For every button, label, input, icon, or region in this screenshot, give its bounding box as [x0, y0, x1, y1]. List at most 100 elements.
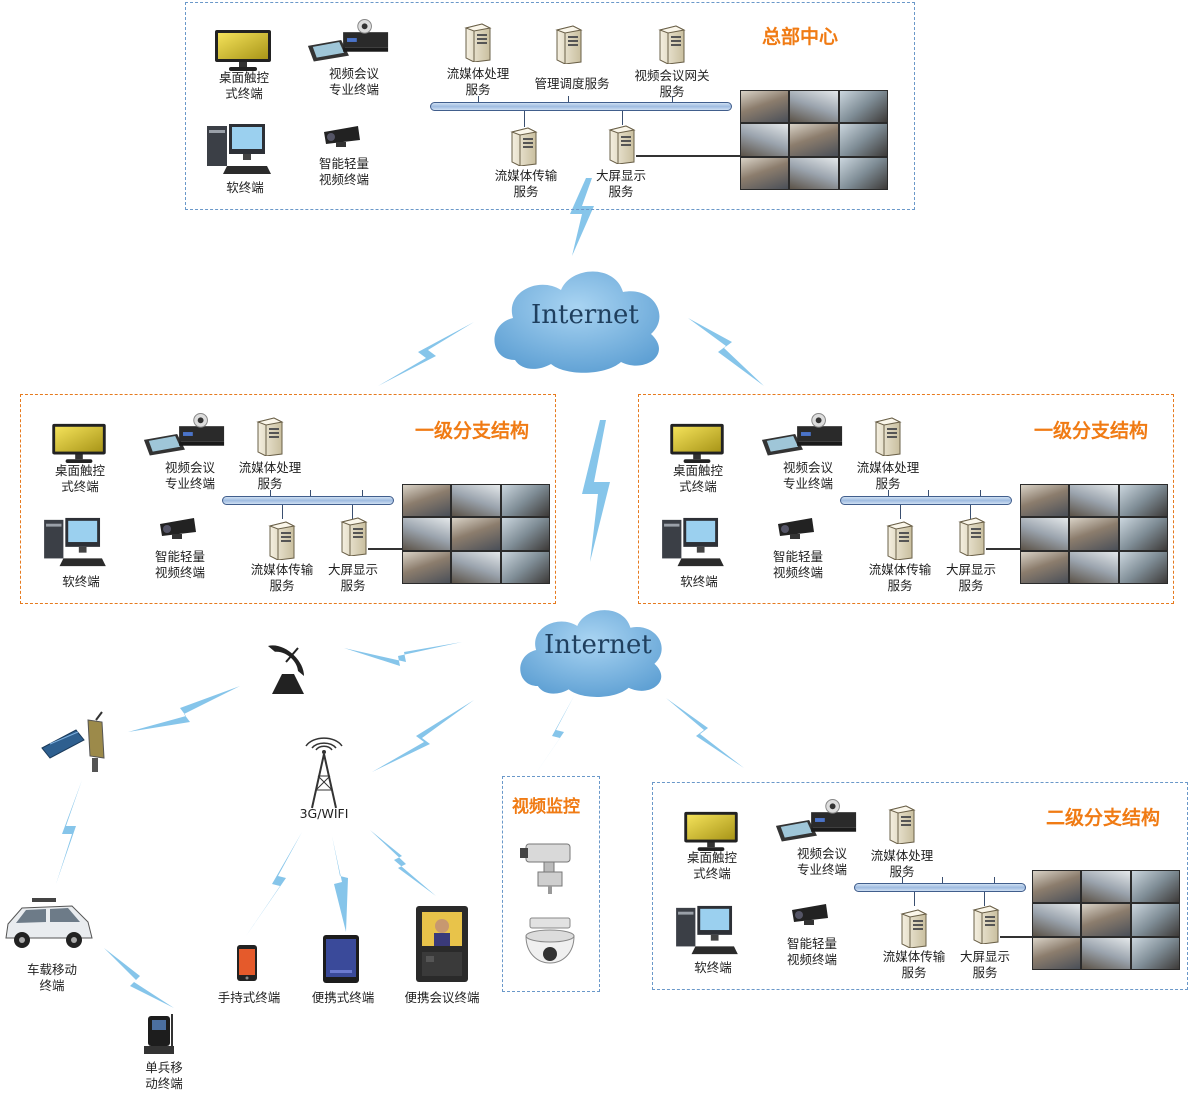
vehicle-label: 车载移动 终端 — [26, 962, 77, 993]
server-icon — [606, 124, 636, 164]
bus-tick — [478, 96, 479, 102]
camera-icon — [776, 516, 816, 540]
pc-icon — [674, 904, 738, 958]
hq-center-box — [185, 2, 915, 210]
b1l-big-screen-label: 大屏显示 服务 — [327, 562, 378, 593]
lightning-hq-cloud — [570, 178, 594, 256]
bus-tick — [622, 111, 623, 125]
lightning-cloud2-branch2 — [666, 698, 744, 768]
lightning-tower-portable — [332, 836, 348, 932]
tablet-icon — [323, 935, 359, 983]
handheld-icon — [237, 945, 257, 981]
lightning-cloud-left — [378, 322, 474, 386]
monitor-icon — [668, 422, 726, 464]
b2-big-screen-label: 大屏显示 服务 — [959, 949, 1010, 980]
bus-tick — [984, 892, 985, 906]
bus-tick — [310, 490, 311, 496]
branch1-right-box — [638, 394, 1174, 604]
cloud-shape — [494, 271, 660, 373]
dome-camera-icon — [525, 917, 575, 964]
b1r-network-bus — [840, 496, 1012, 505]
soldier-terminal-icon — [144, 1014, 174, 1054]
lightning-car-soldier — [104, 948, 174, 1008]
server-icon — [898, 908, 928, 948]
monitor-icon — [682, 810, 740, 852]
internet-label-top: Internet — [531, 300, 639, 330]
bus-tick — [672, 96, 673, 102]
screen-connector — [368, 548, 404, 550]
hq-soft-label: 软终端 — [226, 180, 264, 195]
server-icon — [553, 24, 583, 64]
cloud-shape — [520, 610, 662, 697]
b2-stream-trans-label: 流媒体传输 服务 — [882, 949, 946, 980]
bus-tick — [282, 505, 283, 519]
hq-network-bus — [430, 102, 732, 111]
b1r-stream-proc-label: 流媒体处理 服务 — [856, 460, 920, 491]
bus-tick — [568, 96, 569, 102]
hq-vc-pro-label: 视频会议 专业终端 — [328, 66, 379, 97]
internet-label-bottom: Internet — [544, 630, 652, 660]
video-wall-image — [1032, 870, 1180, 970]
video-wall-image — [1020, 484, 1168, 584]
branch2-title: 二级分支结构 — [1046, 807, 1161, 829]
b2-vc-pro-label: 视频会议 专业终端 — [796, 846, 847, 877]
hq-stream-trans-label: 流媒体传输 服务 — [494, 168, 558, 199]
b2-desktop-touch-label: 桌面触控 式终端 — [686, 850, 737, 881]
handheld-label: 手持式终端 — [217, 990, 281, 1005]
ptz-camera-icon — [520, 843, 571, 894]
satellite-icon — [41, 711, 105, 772]
camera-icon — [322, 124, 362, 148]
b1r-soft-label: 软终端 — [680, 574, 718, 589]
monitor-icon — [213, 28, 273, 72]
b2-stream-proc-label: 流媒体处理 服务 — [870, 848, 934, 879]
screen-connector — [1000, 936, 1034, 938]
bus-tick — [524, 111, 525, 127]
pc-icon — [205, 122, 271, 178]
camera-icon — [158, 516, 198, 540]
b1l-vc-pro-label: 视频会议 专业终端 — [164, 460, 215, 491]
b1l-smart-light-label: 智能轻量 视频终端 — [154, 549, 205, 580]
server-icon — [338, 516, 368, 556]
hq-desktop-touch-label: 桌面触控 式终端 — [218, 70, 269, 101]
vehicle-icon — [5, 898, 93, 948]
hq-smart-light-label: 智能轻量 视频终端 — [318, 156, 369, 187]
portable-conf-icon — [416, 906, 468, 982]
hq-mgmt-label: 管理调度服务 — [534, 76, 610, 91]
server-icon — [956, 516, 986, 556]
bus-tick — [994, 877, 995, 883]
pc-icon — [42, 516, 106, 570]
hq-vc-gateway-label: 视频会议网关 服务 — [634, 68, 710, 99]
bus-tick — [914, 892, 915, 906]
video-wall-image — [402, 484, 550, 584]
b1r-vc-pro-label: 视频会议 专业终端 — [782, 460, 833, 491]
surveillance-title: 视频监控 — [512, 797, 580, 817]
b1r-stream-trans-label: 流媒体传输 服务 — [868, 562, 932, 593]
screen-connector — [986, 548, 1022, 550]
camera-icon — [790, 902, 830, 926]
b1l-desktop-touch-label: 桌面触控 式终端 — [54, 463, 105, 494]
vc-terminal-icon — [758, 412, 846, 456]
b1r-smart-light-label: 智能轻量 视频终端 — [772, 549, 823, 580]
branch1-right-title: 一级分支结构 — [1034, 420, 1149, 442]
bus-tick — [902, 877, 903, 883]
b2-soft-label: 软终端 — [694, 960, 732, 975]
monitor-icon — [50, 422, 108, 464]
lightning-tower-handheld — [246, 832, 302, 936]
portable-label: 便携式终端 — [311, 990, 375, 1005]
lightning-cloud-right — [688, 318, 764, 386]
bus-tick — [900, 505, 901, 519]
bus-tick — [352, 505, 353, 519]
hq-big-screen-label: 大屏显示 服务 — [595, 168, 646, 199]
bus-tick — [970, 505, 971, 519]
server-icon — [254, 416, 284, 456]
surveillance-box — [502, 776, 600, 992]
bus-tick — [928, 490, 929, 496]
b1r-desktop-touch-label: 桌面触控 式终端 — [672, 463, 723, 494]
b1l-stream-trans-label: 流媒体传输 服务 — [250, 562, 314, 593]
soldier-label: 单兵移 动终端 — [145, 1060, 183, 1091]
bus-tick — [270, 490, 271, 496]
wifi-tower-icon — [305, 737, 343, 809]
vc-terminal-icon — [140, 412, 228, 456]
b2-smart-light-label: 智能轻量 视频终端 — [786, 936, 837, 967]
internet-cloud-top: Internet — [485, 262, 669, 374]
